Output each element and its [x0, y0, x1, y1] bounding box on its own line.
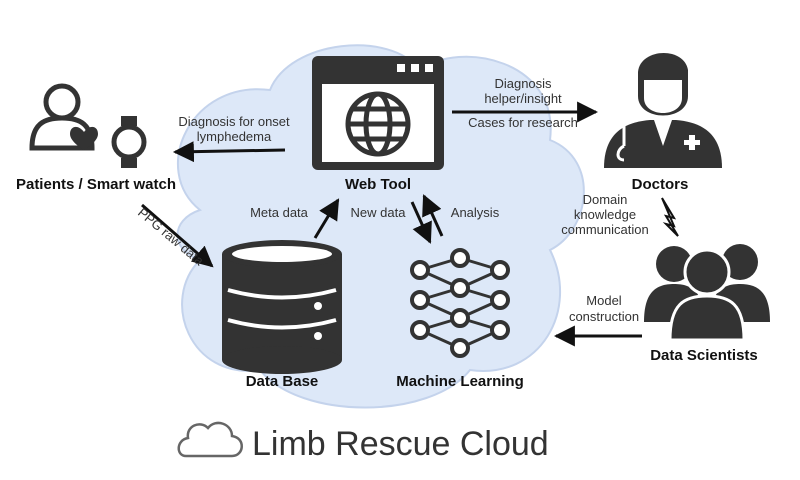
machine-learning-label: Machine Learning [396, 373, 524, 390]
bidirectional-arrow-doctors-datascientists [661, 197, 679, 237]
edge-label-cases-research: Cases for research [468, 115, 578, 130]
edge-label-diagnosis-onset-2: lymphedema [197, 129, 272, 144]
edge-label-domain-2: knowledge [574, 207, 636, 222]
doctors-label: Doctors [632, 176, 689, 193]
edge-label-analysis: Analysis [451, 205, 500, 220]
edge-label-domain-3: communication [561, 222, 648, 237]
edge-label-model-1: Model [586, 293, 622, 308]
smartwatch-icon [111, 116, 147, 168]
edge-label-domain-1: Domain [583, 192, 628, 207]
edge-label-diagnosis-helper-2: helper/insight [484, 91, 562, 106]
edge-label-diagnosis-onset-1: Diagnosis for onset [178, 114, 290, 129]
cloud-outline-icon [177, 421, 243, 458]
footer-title: Limb Rescue Cloud [252, 425, 549, 463]
doctor-icon [604, 52, 722, 168]
patients-label: Patients / Smart watch [16, 176, 176, 193]
edge-label-model-2: construction [569, 309, 639, 324]
database-icon [222, 240, 342, 374]
arrow-ml-to-webtool [422, 194, 444, 237]
arrow-webtool-to-ml [410, 201, 432, 244]
data-scientists-label: Data Scientists [650, 347, 758, 364]
arrow-patients-to-database [141, 203, 214, 268]
edge-label-diagnosis-helper-1: Diagnosis [494, 76, 552, 91]
arrow-database-to-webtool [313, 198, 340, 239]
browser-icon [312, 56, 444, 170]
web-tool-label: Web Tool [345, 176, 411, 193]
data-scientists-icon [644, 244, 770, 342]
edge-label-new-data: New data [351, 205, 407, 220]
neural-network-icon [410, 248, 510, 358]
heart-icon [70, 126, 98, 150]
data-base-label: Data Base [246, 373, 319, 390]
edge-label-meta-data: Meta data [250, 205, 309, 220]
arrow-webtool-to-patients [172, 141, 286, 163]
